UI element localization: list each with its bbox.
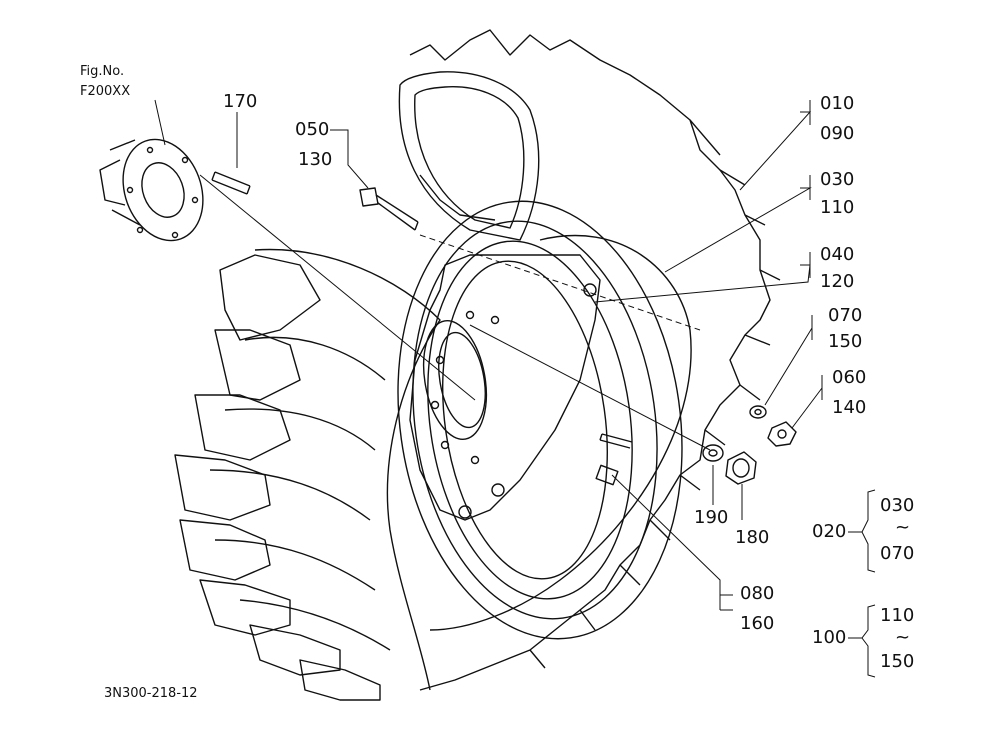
callout-040: 040 [820,244,855,265]
tire-drawing [174,29,781,701]
callout-160: 160 [740,613,775,634]
callout-110: 110 [820,197,855,218]
group-100-label: 100 [812,627,847,648]
fig-ref-line1: Fig.No. [80,64,125,79]
callout-030: 030 [820,169,855,190]
callout-150: 150 [828,331,863,352]
rim-drawing [397,200,683,640]
callout-070: 070 [828,305,863,326]
group-020-from: 030 [880,495,915,516]
group-020-tilde: ~ [895,517,911,538]
group-100-to: 150 [880,651,915,672]
group-020-label: 020 [812,521,847,542]
fig-ref-line2: F200XX [80,84,131,99]
callout-140: 140 [832,397,867,418]
callout-190: 190 [694,507,729,528]
fasteners-drawing [211,171,797,485]
callout-060: 060 [832,367,867,388]
leader-lines [154,99,876,678]
group-100-from: 110 [880,605,915,626]
callout-130: 130 [298,149,333,170]
callout-010: 010 [820,93,855,114]
callout-080: 080 [740,583,775,604]
callout-050: 050 [295,119,330,140]
hub-flange-drawing [99,138,204,242]
group-020-to: 070 [880,543,915,564]
group-100-tilde: ~ [895,627,911,648]
callout-180: 180 [735,527,770,548]
callout-090: 090 [820,123,855,144]
callout-120: 120 [820,271,855,292]
callout-170: 170 [223,91,258,112]
figure-code: 3N300-218-12 [104,686,198,701]
